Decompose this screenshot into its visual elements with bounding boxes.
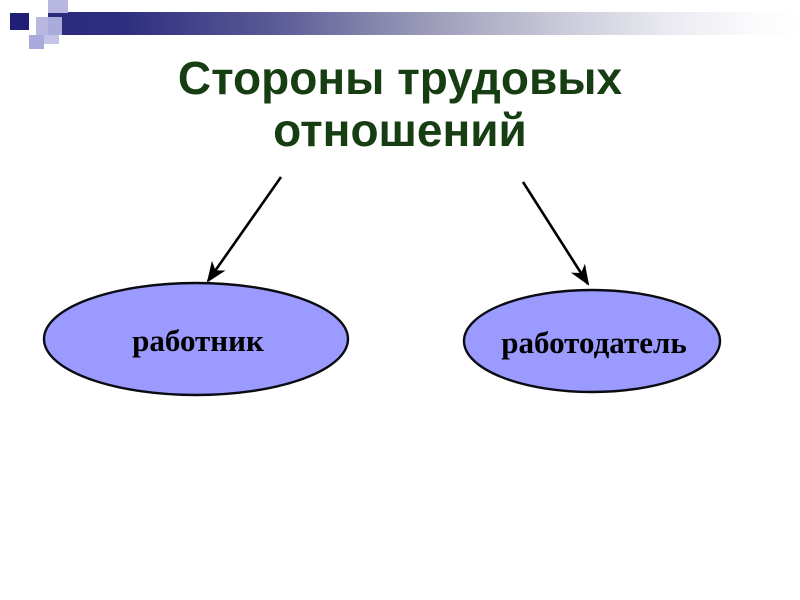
lavender-square-top: [48, 0, 68, 13]
node-employee[interactable]: работник: [42, 281, 350, 397]
arrow-to-employee: [206, 176, 283, 283]
lavender-square-low2: [44, 35, 59, 44]
page-title: Стороны трудовых отношений: [177, 52, 623, 156]
employer-label: работодатель: [501, 325, 687, 360]
employer-ellipse[interactable]: [462, 288, 722, 394]
header-decoration: [0, 0, 800, 56]
lavender-square-low: [29, 35, 44, 49]
employee-label: работник: [132, 323, 264, 358]
employee-ellipse[interactable]: [42, 281, 350, 397]
header-gradient-bar: [48, 12, 800, 35]
node-employer[interactable]: работодатель: [462, 288, 722, 394]
arrow-to-employer: [521, 181, 590, 286]
dark-navy-square: [10, 13, 29, 30]
lavender-square-right: [48, 17, 62, 35]
